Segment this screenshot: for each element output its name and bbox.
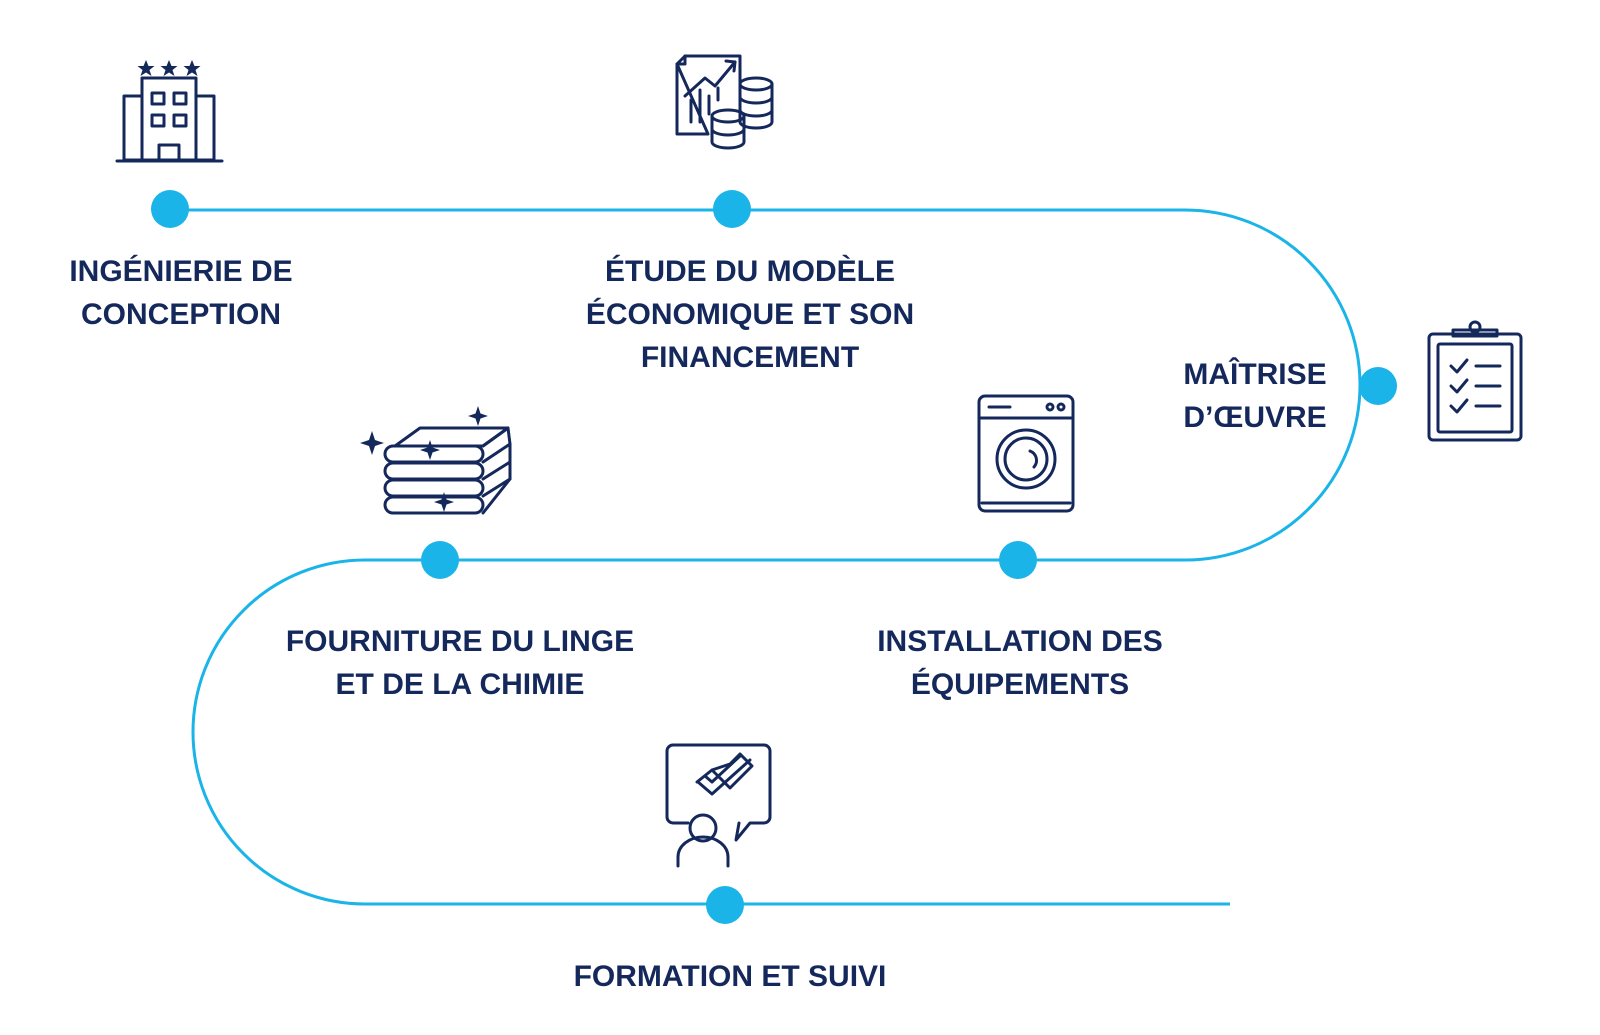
timeline-path [170, 208, 1362, 906]
step-dot-4 [999, 541, 1037, 579]
step-3-line-1: MAÎTRISE [1183, 358, 1327, 391]
step-dot-1 [151, 190, 189, 228]
trainer-feedback-icon [665, 743, 772, 868]
step-2-line-3: FINANCEMENT [640, 341, 860, 374]
step-1-line-1: INGÉNIERIE DE [69, 255, 293, 288]
washing-machine-icon [977, 394, 1075, 513]
step-label-4: INSTALLATION DES ÉQUIPEMENTS [870, 620, 1170, 706]
step-label-3: MAÎTRISE D’ŒUVRE [1175, 353, 1335, 439]
step-1-line-2: CONCEPTION [80, 298, 281, 331]
step-5-line-2: ET DE LA CHIMIE [335, 668, 585, 701]
step-label-1: INGÉNIERIE DE CONCEPTION [66, 250, 296, 336]
step-label-2: ÉTUDE DU MODÈLE ÉCONOMIQUE ET SON FINANC… [585, 250, 915, 379]
step-label-6: FORMATION ET SUIVI [565, 955, 895, 998]
financial-report-icon [675, 54, 774, 150]
step-2-line-2: ÉCONOMIQUE ET SON [585, 298, 915, 331]
step-3-line-2: D’ŒUVRE [1183, 401, 1327, 434]
clipboard-checklist-icon [1427, 320, 1523, 442]
step-dot-5 [421, 541, 459, 579]
step-4-line-1: INSTALLATION DES [877, 625, 1163, 658]
step-dot-6 [706, 886, 744, 924]
step-2-line-1: ÉTUDE DU MODÈLE [604, 255, 895, 288]
step-label-5: FOURNITURE DU LINGE ET DE LA CHIMIE [280, 620, 640, 706]
step-6-line-1: FORMATION ET SUIVI [573, 960, 887, 993]
step-dot-3 [1359, 367, 1397, 405]
folded-linen-icon [360, 406, 512, 515]
step-5-line-1: FOURNITURE DU LINGE [285, 625, 635, 658]
hotel-icon [115, 60, 224, 163]
step-dot-2 [713, 190, 751, 228]
step-4-line-2: ÉQUIPEMENTS [910, 668, 1130, 701]
